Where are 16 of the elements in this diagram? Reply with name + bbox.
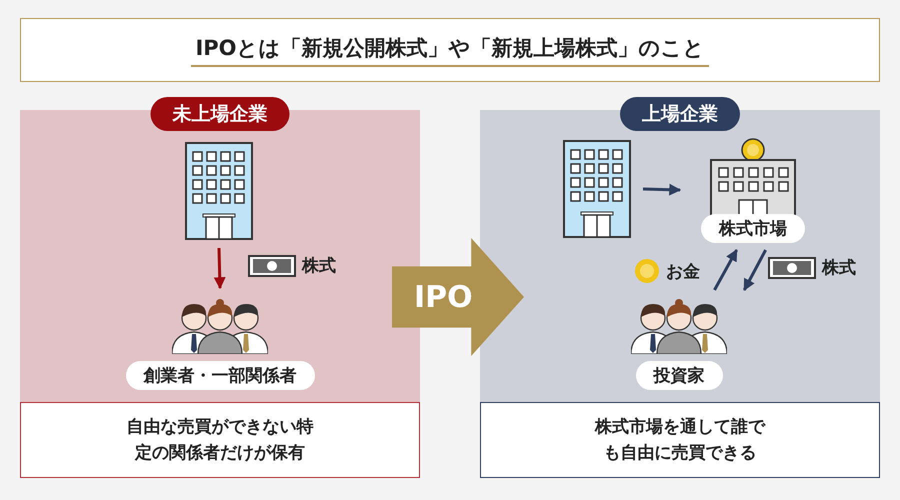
- edge-label: お金: [666, 260, 700, 282]
- arrow-label: IPO: [414, 280, 473, 314]
- heading-pill: 未上場企業: [150, 97, 290, 131]
- note-box: 株式市場を通して誰でも自由に売買できる: [480, 402, 880, 478]
- block-arrow: [392, 238, 524, 356]
- arrow: [214, 248, 226, 290]
- note-box: 自由な売買ができない特定の関係者だけが保有: [20, 402, 420, 478]
- name-pill: 投資家: [636, 361, 722, 390]
- edge-label: 株式: [822, 257, 856, 279]
- title: IPOとは「新規公開株式」や「新規上場株式」のこと: [191, 34, 709, 66]
- arrow: [713, 248, 738, 291]
- arrow: [642, 184, 682, 196]
- edge-label: 株式: [302, 255, 336, 277]
- arrow: [743, 249, 767, 292]
- heading-pill: 上場企業: [620, 97, 740, 131]
- name-pill: 創業者・一部関係者: [126, 361, 314, 390]
